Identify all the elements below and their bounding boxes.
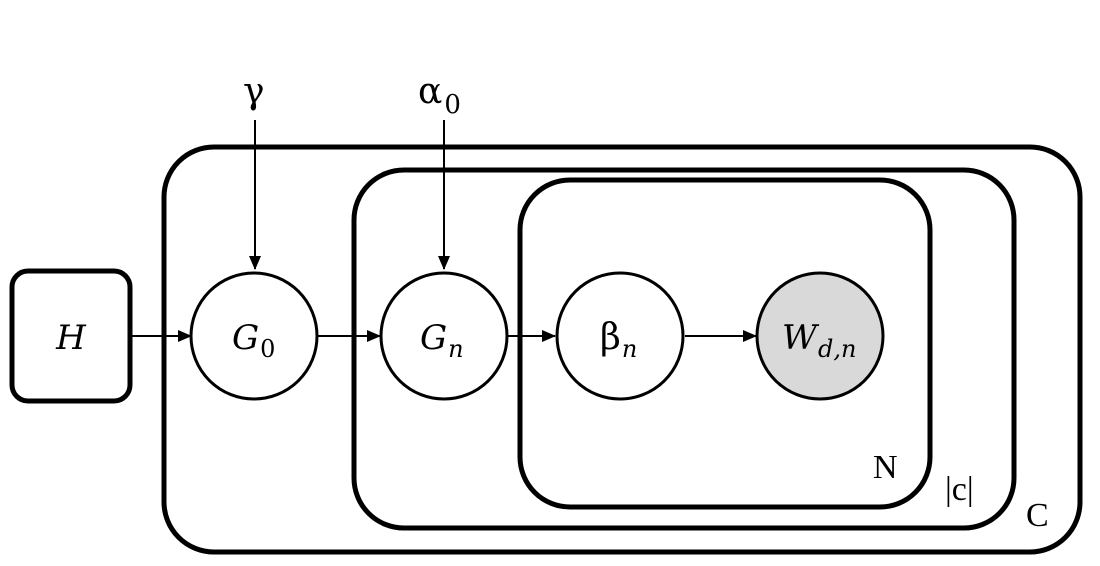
node-W-symbol: W (782, 318, 820, 358)
plate-outer-label: C (1026, 497, 1049, 534)
hyperparameter-alpha-label: α0 (418, 71, 461, 120)
plate-middle (351, 167, 1017, 531)
node-W-subscript: d,n (818, 335, 856, 363)
node-Gn-symbol: G (420, 318, 447, 358)
hyperparameter-gamma-label: γ (243, 71, 265, 112)
node-Gn-circle (379, 271, 509, 401)
node-G0-circle (189, 271, 319, 401)
alpha-symbol: α (418, 71, 442, 112)
node-H-box (9, 268, 133, 404)
node-G0-label: G0 (232, 318, 275, 363)
plate-middle-label: |c| (945, 471, 974, 508)
node-W-circle (755, 271, 885, 401)
plate-inner (517, 177, 933, 510)
node-Gn-subscript: n (448, 335, 463, 363)
node-W-label: Wd,n (782, 318, 856, 363)
plate-outer (161, 144, 1083, 555)
node-beta-label: βn (600, 317, 637, 363)
node-beta-symbol: β (600, 317, 621, 358)
node-Gn-label: Gn (420, 318, 464, 363)
alpha-subscript: 0 (444, 90, 461, 120)
node-G0-subscript: 0 (260, 335, 275, 363)
node-H-label: H (55, 318, 87, 358)
gamma-symbol: γ (243, 71, 265, 112)
plate-inner-label: N (873, 449, 898, 486)
node-beta-subscript: n (622, 335, 637, 363)
node-beta-circle (555, 271, 685, 401)
node-G0-symbol: G (232, 318, 259, 358)
